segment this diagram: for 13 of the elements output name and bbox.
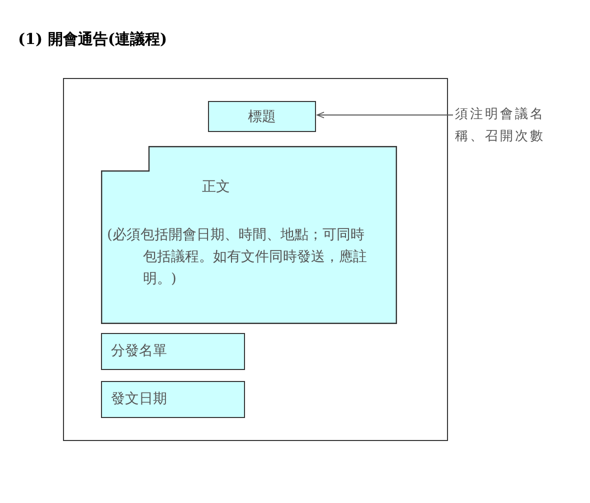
section-heading: 正文 <box>201 178 231 197</box>
label-text: 標題 <box>247 108 277 127</box>
field-box <box>101 381 245 418</box>
body-box <box>101 146 397 324</box>
page-frame <box>63 78 448 441</box>
heading: (1) 開會通告(連議程) <box>18 30 168 49</box>
field-box <box>101 333 245 370</box>
label-text: 發文日期 <box>111 390 167 409</box>
label-text: 分發名單 <box>111 342 167 361</box>
arrow <box>316 112 454 118</box>
body-note: (必須包括開會日期、時間、地點；可同時包括議程。如有文件同時發送，應註明。) <box>107 226 368 289</box>
annotation-text: 須注明會議名稱、召開次數 <box>455 106 546 146</box>
title-box <box>208 101 316 132</box>
